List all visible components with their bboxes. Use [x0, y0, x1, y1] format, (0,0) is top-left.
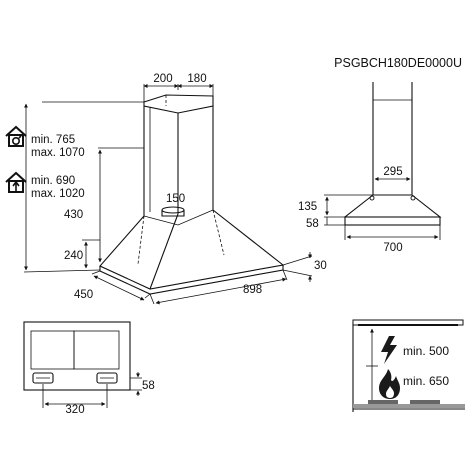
dim-hole-spacing: 320 — [65, 404, 84, 416]
dim-hole-offset: 58 — [142, 380, 155, 392]
clearance-view: min. 500 min. 650 — [352, 319, 465, 412]
canopy — [99, 209, 285, 295]
lightning-icon — [381, 336, 397, 364]
house-recirculation-icon — [5, 125, 27, 147]
template-view: 320 58 — [23, 321, 155, 416]
dim-edge-thickness: 30 — [314, 260, 327, 272]
gas-clearance-label: min. 650 — [403, 374, 449, 388]
hob — [353, 400, 465, 410]
extract-min-label: min. 690 — [31, 175, 75, 187]
dim-chimney-height: 430 — [64, 209, 83, 221]
dim-depth: 450 — [74, 289, 93, 301]
dim-width: 898 — [243, 284, 262, 296]
dim-side-top-width: 295 — [383, 166, 402, 178]
house-extraction-icon — [5, 171, 27, 193]
dim-side-lower-height: 58 — [306, 218, 319, 230]
extract-max-label: max. 1020 — [31, 188, 85, 200]
dim-outlet-diameter: 150 — [166, 193, 185, 205]
recirc-max-label: max. 1070 — [31, 147, 85, 159]
flame-icon — [379, 369, 400, 399]
chimney — [143, 94, 214, 217]
model-code: PSGBCH180DE0000U — [334, 56, 462, 70]
recirc-min-label: min. 765 — [31, 134, 75, 146]
electric-clearance-label: min. 500 — [403, 344, 449, 358]
dim-top-width: 180 — [187, 73, 206, 85]
dim-top-depth: 200 — [153, 73, 172, 85]
dim-side-bottom-width: 700 — [383, 242, 402, 254]
side-view: 295 135 58 700 — [298, 82, 442, 254]
dim-side-upper-height: 135 — [298, 201, 317, 213]
dim-canopy-height: 240 — [64, 250, 83, 262]
main-view: 200 180 min. 765 max. 1070 min. 690 max.… — [5, 73, 327, 305]
